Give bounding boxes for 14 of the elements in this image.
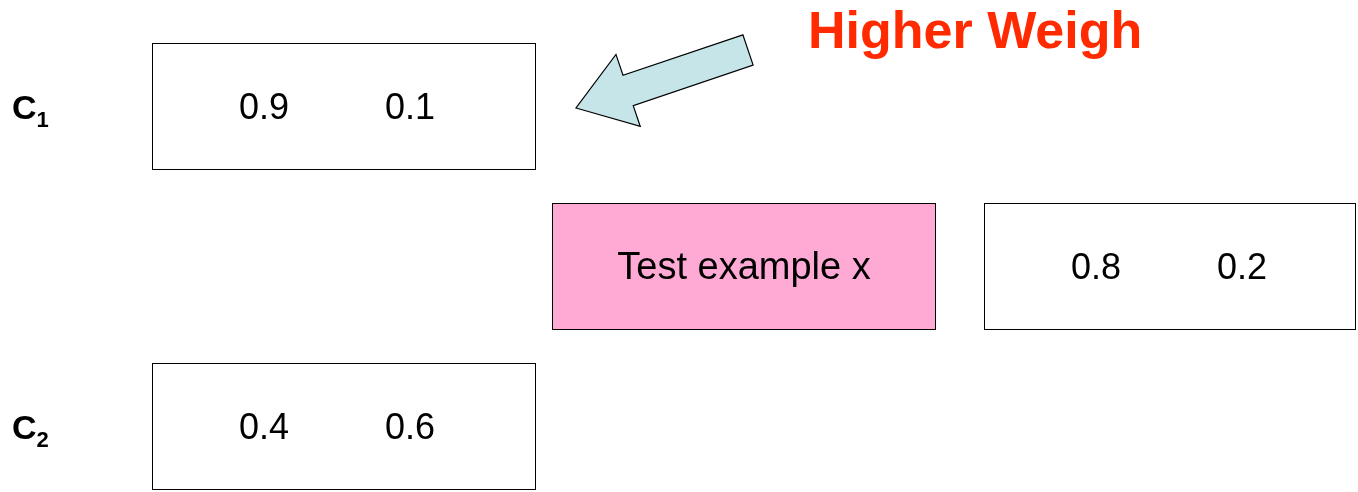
probability-value: 0.8 bbox=[1071, 245, 1122, 288]
probability-box bbox=[152, 363, 536, 490]
probability-value: 0.6 bbox=[385, 405, 436, 448]
probability-value: 0.2 bbox=[1217, 245, 1268, 288]
class-label: C$_{2}$ bbox=[12, 408, 49, 453]
probability-box bbox=[984, 203, 1356, 330]
probability-value: 0.9 bbox=[239, 85, 290, 128]
probability-value: 0.4 bbox=[239, 405, 290, 448]
probability-value: 0.1 bbox=[385, 85, 436, 128]
test-example-box bbox=[552, 203, 936, 330]
box-label: Test example x bbox=[617, 245, 871, 288]
class-label: C$_{1}$ bbox=[12, 88, 49, 133]
block-arrow bbox=[575, 34, 754, 128]
probability-box bbox=[152, 43, 536, 170]
